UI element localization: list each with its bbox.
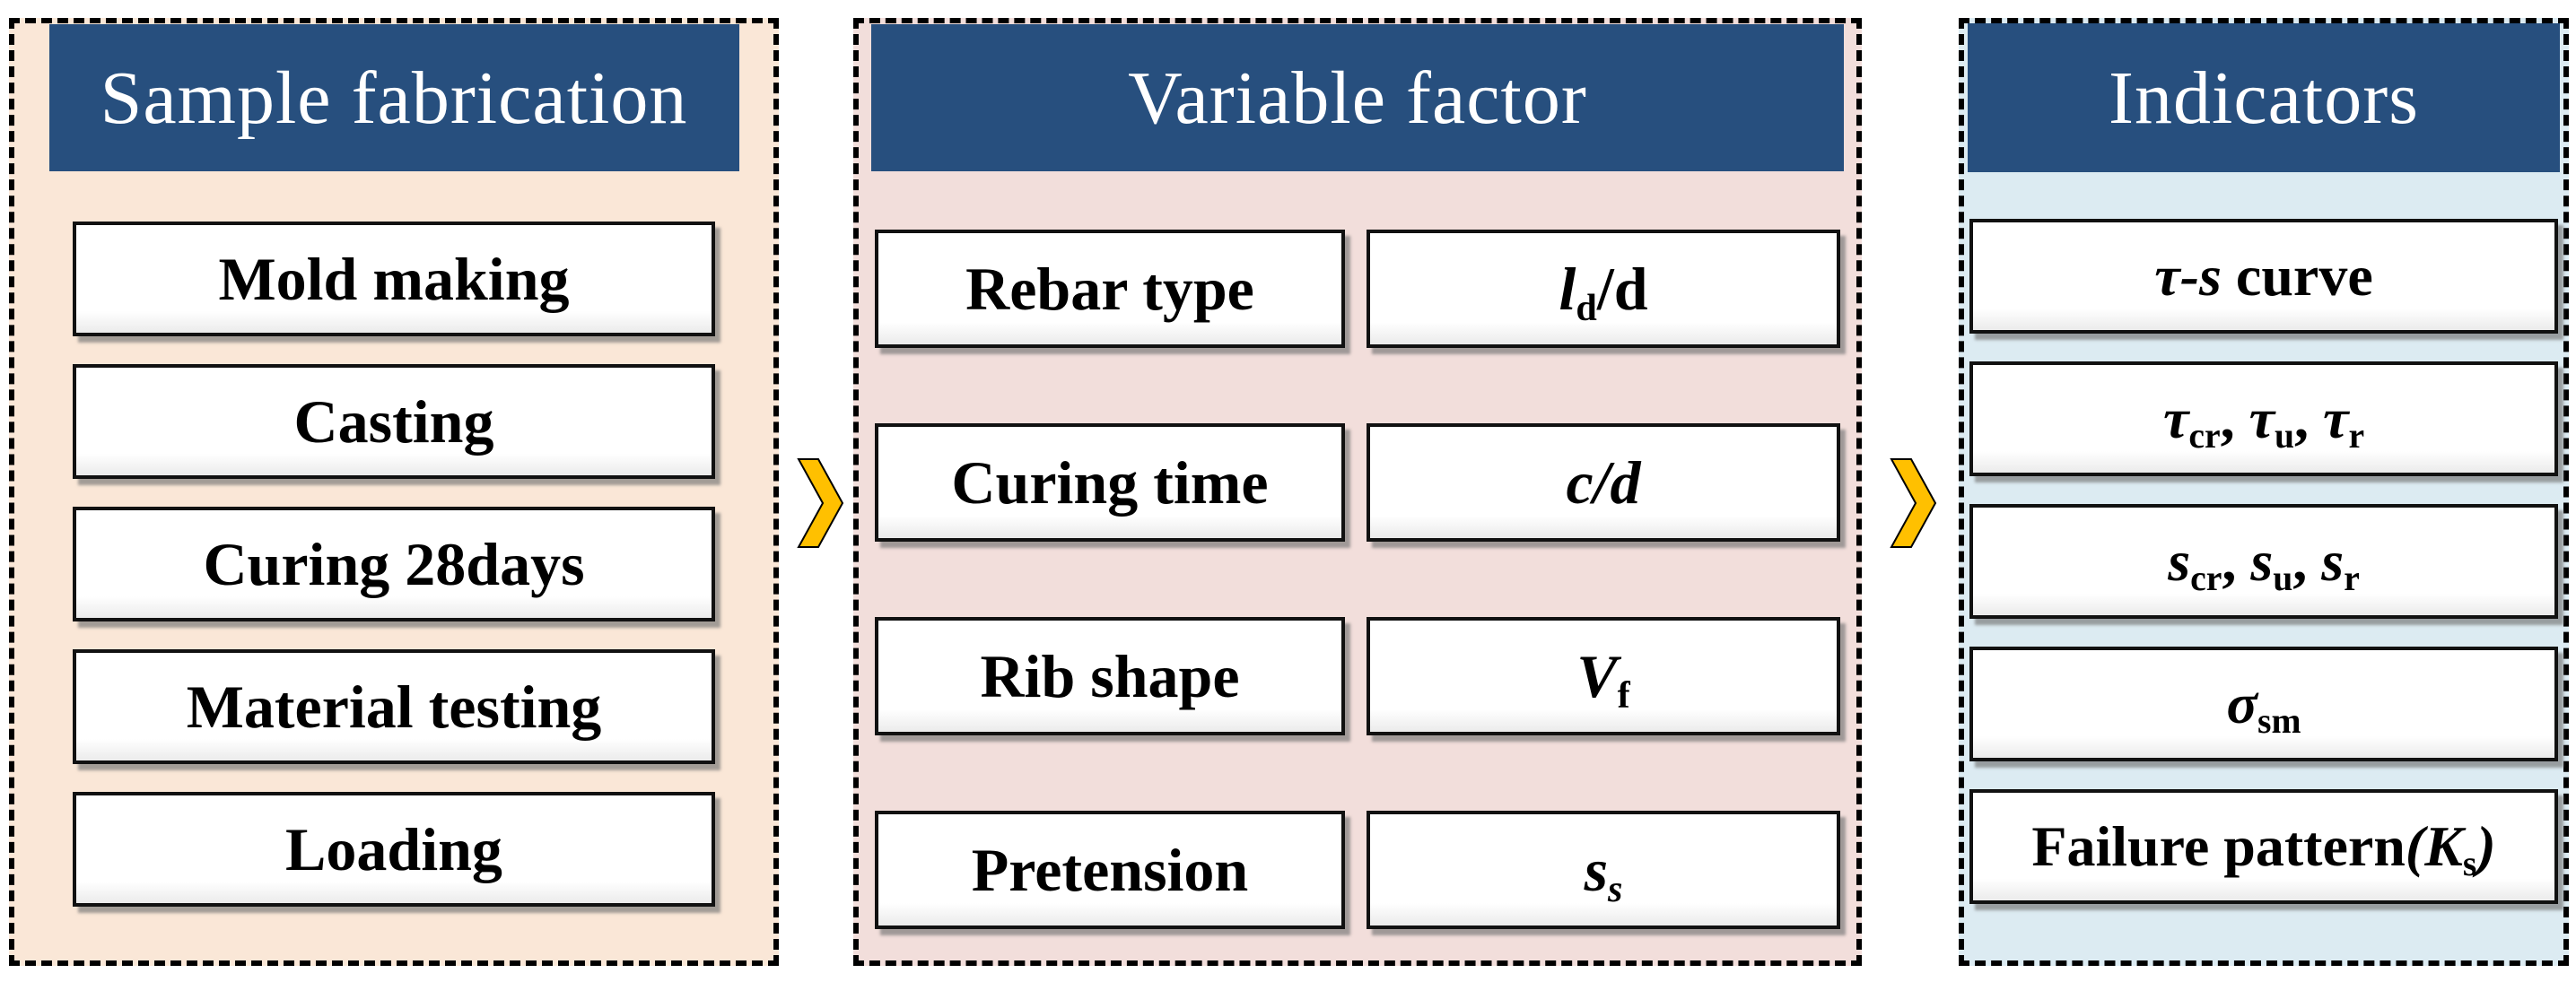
factor-box-rebar-type: Rebar type: [875, 230, 1345, 348]
variable-row-rib-shape: Rib shape Vf: [875, 617, 1840, 735]
step-label: Casting: [293, 387, 494, 456]
step-box-curing: Curing 28days: [73, 507, 715, 621]
variable-factor-header: Variable factor: [871, 24, 1844, 171]
indicator-label: scr, su, sr: [2168, 529, 2360, 599]
sample-fabrication-title: Sample fabrication: [100, 56, 688, 140]
symbol-label: ss: [1584, 835, 1623, 910]
fabrication-steps: Mold making Casting Curing 28days Materi…: [14, 222, 773, 907]
factor-label: Curing time: [951, 448, 1269, 517]
variable-factor-title: Variable factor: [1128, 56, 1587, 140]
indicator-box-slip-values: scr, su, sr: [1969, 504, 2558, 619]
variable-row-pretension: Pretension ss: [875, 811, 1840, 929]
factor-box-pretension: Pretension: [875, 811, 1345, 929]
sample-fabrication-header: Sample fabrication: [48, 24, 739, 171]
indicator-label: Failure pattern(Ks): [2031, 814, 2496, 884]
factor-box-curing-time: Curing time: [875, 423, 1345, 542]
variable-row-curing-time: Curing time c/d: [875, 423, 1840, 542]
factor-label: Pretension: [971, 835, 1249, 904]
indicator-label: τcr, τu, τr: [2162, 387, 2365, 456]
symbol-label: Vf: [1576, 641, 1630, 717]
symbol-box-ld-d: ld/d: [1367, 230, 1840, 348]
factor-label: Rebar type: [965, 254, 1254, 323]
indicator-box-tau-values: τcr, τu, τr: [1969, 361, 2558, 476]
step-box-casting: Casting: [73, 364, 715, 479]
step-label: Material testing: [186, 672, 602, 741]
symbol-box-c-d: c/d: [1367, 423, 1840, 542]
variable-factor-rows: Rebar type ld/d Curing time c/d Rib shap…: [859, 230, 1856, 929]
step-label: Curing 28days: [203, 529, 585, 598]
symbol-label: ld/d: [1559, 254, 1648, 329]
indicator-items: τ-s curve τcr, τu, τr scr, su, sr σsm Fa…: [1964, 219, 2563, 904]
indicator-box-failure-pattern: Failure pattern(Ks): [1969, 789, 2558, 904]
indicator-box-tau-s-curve: τ-s curve: [1969, 219, 2558, 334]
indicator-box-sigma-sm: σsm: [1969, 647, 2558, 761]
indicator-label: τ-s curve: [2154, 244, 2373, 308]
step-box-mold-making: Mold making: [73, 222, 715, 336]
panel-variable-factor: Variable factor Rebar type ld/d Curing t…: [853, 18, 1862, 966]
factor-label: Rib shape: [980, 641, 1240, 710]
symbol-box-ss: ss: [1367, 811, 1840, 929]
step-box-loading: Loading: [73, 792, 715, 907]
variable-row-rebar-type: Rebar type ld/d: [875, 230, 1840, 348]
step-label: Loading: [285, 814, 502, 883]
right-chevron-icon: [1890, 458, 1937, 548]
indicators-header: Indicators: [1968, 23, 2560, 172]
right-chevron-icon: [797, 458, 844, 548]
symbol-box-vf: Vf: [1367, 617, 1840, 735]
panel-indicators: Indicators τ-s curve τcr, τu, τr scr, su…: [1959, 18, 2569, 966]
indicators-title: Indicators: [2109, 56, 2419, 140]
symbol-label: c/d: [1566, 448, 1641, 517]
step-label: Mold making: [218, 244, 570, 313]
factor-box-rib-shape: Rib shape: [875, 617, 1345, 735]
step-box-material-testing: Material testing: [73, 649, 715, 764]
panel-sample-fabrication: Sample fabrication Mold making Casting C…: [9, 18, 779, 966]
indicator-label: σsm: [2226, 672, 2301, 742]
